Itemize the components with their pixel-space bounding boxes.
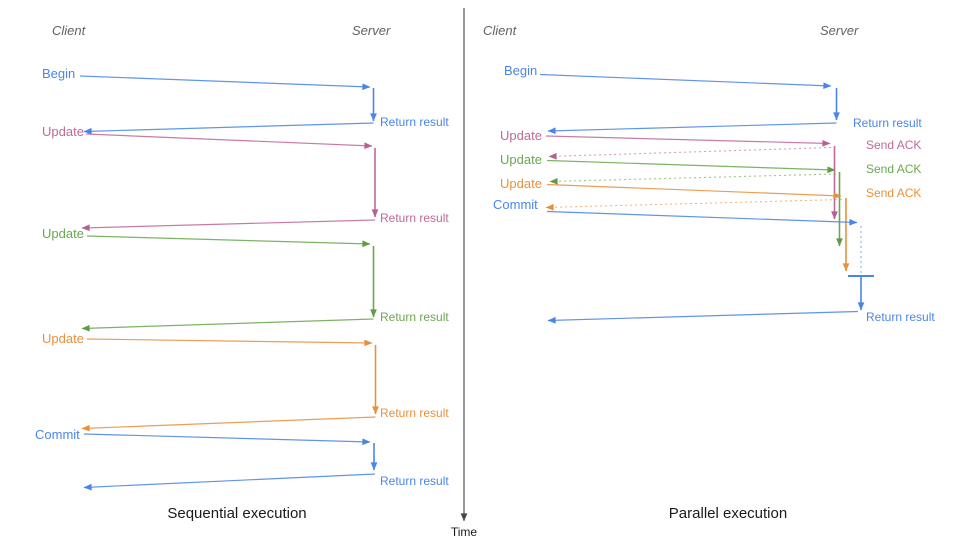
par-return-result-2: Return result bbox=[866, 310, 935, 324]
seq-return-result-2: Return result bbox=[380, 211, 449, 225]
seq-return-result-3: Return result bbox=[380, 310, 449, 324]
seq-update2-return-line bbox=[81, 318, 374, 332]
par-server-header: Server bbox=[820, 23, 859, 38]
par-update2-request-line bbox=[546, 159, 836, 174]
par-begin-label: Begin bbox=[504, 63, 538, 78]
seq-begin-request-line bbox=[79, 75, 371, 91]
seq-return-result-1: Return result bbox=[380, 115, 449, 129]
par-send-ack-1: Send ACK bbox=[866, 138, 922, 152]
seq-update3-return-line bbox=[81, 416, 376, 432]
seq-caption: Sequential execution bbox=[167, 505, 307, 522]
par-return-result-1: Return result bbox=[853, 116, 922, 130]
seq-commit-request-line bbox=[83, 433, 371, 446]
seq-server-header: Server bbox=[352, 23, 391, 38]
par-commit-request-line bbox=[546, 210, 858, 226]
par-update2-label: Update bbox=[500, 152, 542, 167]
par-send-ack-2: Send ACK bbox=[866, 162, 922, 176]
seq-update1-request-line bbox=[85, 133, 373, 150]
seq-client-header: Client bbox=[52, 23, 86, 38]
seq-begin-return-line bbox=[83, 122, 374, 135]
par-commit-return-line bbox=[547, 310, 859, 324]
par-update3-request-line bbox=[546, 183, 842, 200]
sequential-arrows bbox=[79, 75, 379, 491]
time-axis-label: Time bbox=[450, 525, 478, 539]
par-update2-ack-line bbox=[549, 173, 837, 185]
par-begin-request-line bbox=[539, 73, 832, 90]
par-begin-return-line bbox=[547, 122, 837, 135]
par-update1-label: Update bbox=[500, 128, 542, 143]
seq-begin-label: Begin bbox=[42, 66, 76, 81]
par-update1-request-line bbox=[545, 135, 831, 147]
seq-update1-return-line bbox=[81, 219, 376, 232]
seq-update1-label: Update bbox=[42, 124, 84, 139]
par-client-header: Client bbox=[483, 23, 517, 38]
seq-return-result-5: Return result bbox=[380, 474, 449, 488]
seq-update3-request-line bbox=[86, 338, 373, 347]
seq-commit-return-line bbox=[83, 473, 376, 491]
par-update1-ack-line bbox=[548, 146, 832, 160]
par-caption: Parallel execution bbox=[668, 505, 788, 522]
seq-update2-request-line bbox=[86, 235, 371, 248]
seq-update2-label: Update bbox=[42, 226, 84, 241]
par-send-ack-3: Send ACK bbox=[866, 186, 922, 200]
seq-commit-label: Commit bbox=[35, 427, 80, 442]
seq-update3-label: Update bbox=[42, 331, 84, 346]
par-commit-label: Commit bbox=[493, 197, 538, 212]
par-update3-label: Update bbox=[500, 176, 542, 191]
par-update3-ack-line bbox=[545, 198, 843, 211]
seq-return-result-4: Return result bbox=[380, 406, 449, 420]
parallel-arrows bbox=[539, 73, 874, 324]
